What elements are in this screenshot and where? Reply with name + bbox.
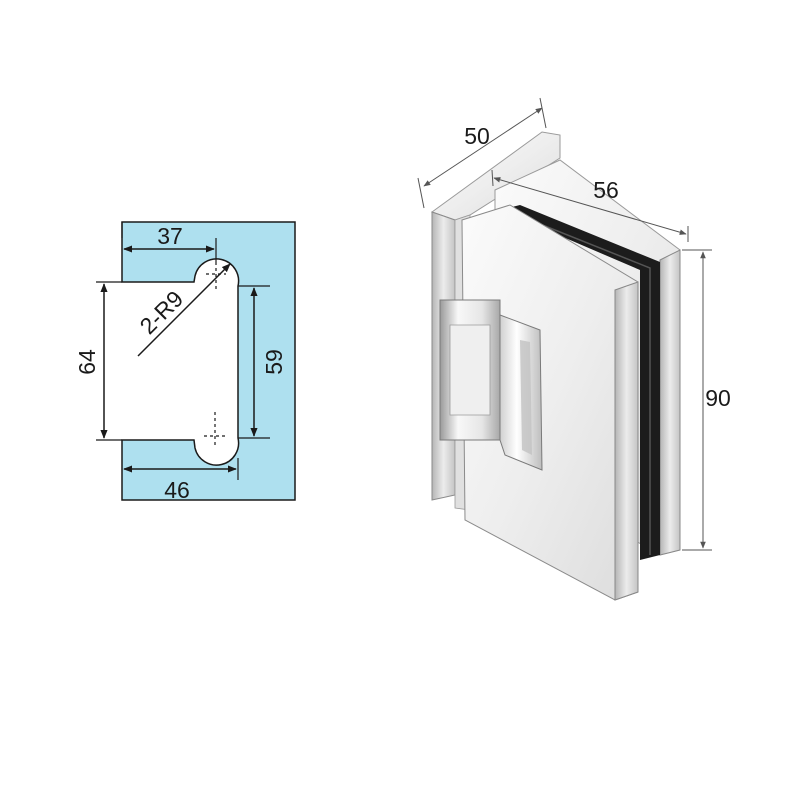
hinge-body-icon: [430, 131, 681, 601]
glass-clamp-side: [659, 249, 681, 556]
dim-bottom-width: 46: [164, 477, 190, 503]
extension-lines: [96, 222, 270, 480]
dim-depth-group: [417, 97, 547, 209]
dim-line-radius: [137, 263, 231, 357]
dim-width-group: [491, 169, 689, 242]
knuckle-shadow: [520, 340, 532, 455]
dim-right-height: 59: [261, 349, 287, 375]
dim-height-group: [682, 249, 712, 551]
front-clamp-edge: [614, 281, 639, 601]
dim-left-height: 64: [74, 349, 100, 375]
knuckle-inner: [449, 324, 491, 416]
dim-top-width: 37: [157, 223, 183, 249]
dim-width: 56: [593, 177, 619, 203]
dim-height: 90: [705, 385, 731, 411]
rubber-gasket: [500, 205, 660, 560]
dim-depth: 50: [464, 123, 490, 149]
hole-center-bottom: [204, 412, 226, 448]
